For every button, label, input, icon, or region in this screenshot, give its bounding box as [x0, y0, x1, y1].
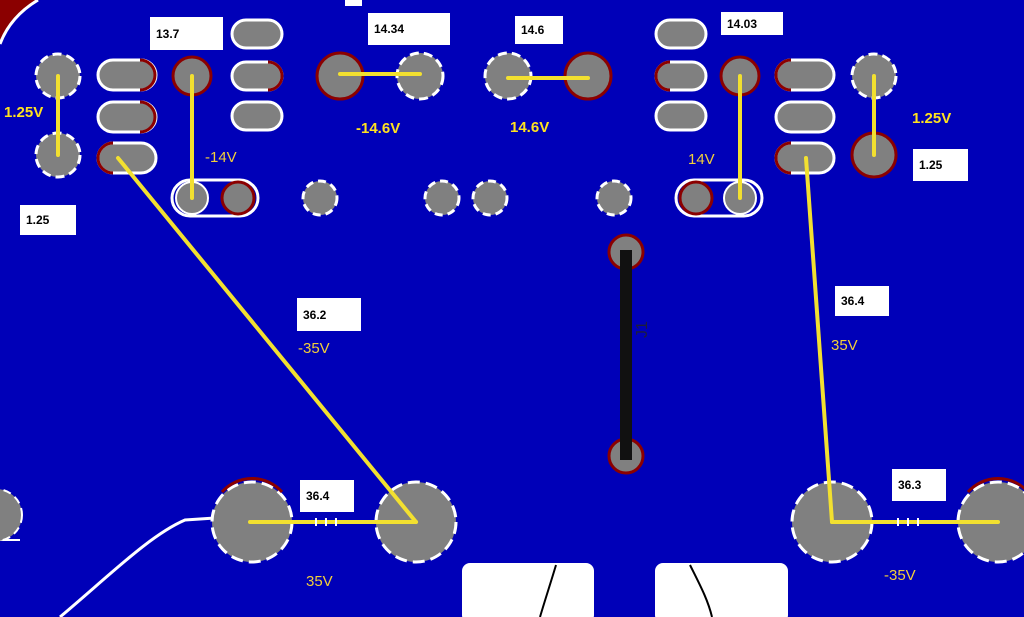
label-36-4-bottom: 36.4 — [300, 480, 354, 512]
pads-right-group — [654, 18, 898, 218]
probe-lines — [56, 72, 1000, 524]
label-14-6: 14.6 — [515, 16, 563, 44]
cutout-left-arc — [539, 564, 557, 617]
label-14-34: 14.34 — [368, 13, 450, 45]
board-corner-outline — [0, 0, 39, 45]
board-edge-top-right — [345, 0, 362, 6]
voltage-1-25v-right: 1.25V — [912, 110, 952, 127]
silkscreen-j1: J1 — [634, 321, 651, 338]
cutout-left — [462, 563, 594, 617]
voltage-pos-35v-mid: 35V — [831, 337, 858, 354]
label-36-2: 36.2 — [297, 298, 361, 331]
probe-line-ticks — [315, 518, 919, 526]
label-14-03: 14.03 — [721, 12, 783, 35]
jumper-j1 — [607, 233, 645, 475]
board-outline-bottom-left — [59, 516, 216, 617]
cutout-right — [655, 563, 788, 617]
voltage-neg-14-6v: -14.6V — [356, 120, 401, 137]
voltage-neg-35v-bottom: -35V — [884, 567, 916, 584]
label-1-25-left: 1.25 — [20, 205, 76, 235]
label-36-4-mid: 36.4 — [835, 286, 889, 316]
voltage-pos-35v-bottom: 35V — [306, 573, 333, 590]
voltage-neg-14v: -14V — [205, 149, 237, 166]
voltage-1-25v-left: 1.25V — [4, 104, 44, 121]
voltage-pos-14v: 14V — [688, 151, 715, 168]
label-36-3: 36.3 — [892, 469, 946, 501]
board-corner-top-left — [0, 0, 38, 44]
label-1-25-right: 1.25 — [913, 149, 968, 181]
pad-edge-left — [0, 488, 23, 542]
voltage-neg-35v-mid: -35V — [298, 340, 330, 357]
label-13-7: 13.7 — [150, 17, 223, 50]
cutout-right-arc — [689, 564, 713, 617]
voltage-pos-14-6v: 14.6V — [510, 119, 550, 136]
